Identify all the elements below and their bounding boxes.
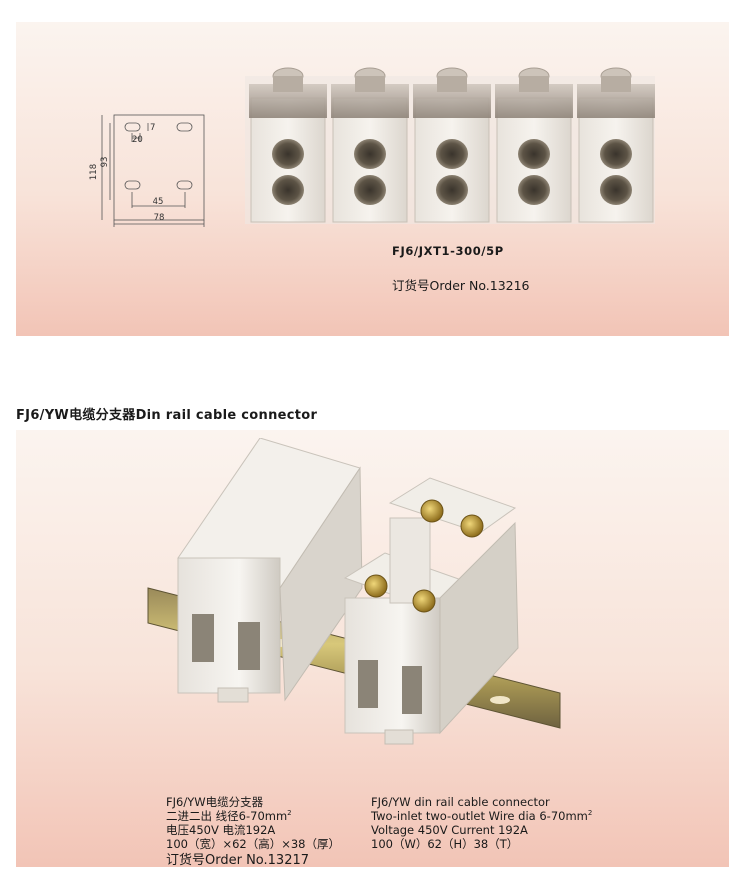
en-dimensions: 100（W）62（H）38（T）: [371, 837, 519, 851]
en-electrical-spec: Voltage 450V Current 192A: [371, 823, 528, 837]
terminal-block-5p-image: [245, 67, 656, 224]
model-code: FJ6/JXT1-300/5P: [392, 244, 504, 258]
spec-text-chinese: FJ6/YW电缆分支器 二进二出 线径6-70mm2 电压450V 电流192A…: [166, 795, 340, 868]
dim-7-label: 7: [150, 123, 155, 133]
cn-wire-spec: 二进二出 线径6-70mm2: [166, 809, 292, 823]
cn-electrical-spec: 电压450V 电流192A: [166, 823, 276, 837]
en-wire-spec: Two-inlet two-outlet Wire dia 6-70mm2: [371, 809, 593, 823]
section-title: FJ6/YW电缆分支器Din rail cable connector: [16, 408, 318, 423]
cn-product-name: FJ6/YW电缆分支器: [166, 795, 264, 809]
dimension-drawing: 118 93 20 7 45 78: [89, 114, 205, 227]
spec-text-english: FJ6/YW din rail cable connector Two-inle…: [371, 795, 592, 851]
dim-93-label: 93: [100, 157, 110, 168]
cn-dimensions: 100（宽）×62（高）×38（厚）: [166, 837, 340, 851]
dim-20-label: 20: [132, 135, 143, 145]
en-product-name: FJ6/YW din rail cable connector: [371, 795, 550, 809]
dim-118-label: 118: [89, 164, 99, 180]
dim-78-label: 78: [154, 213, 165, 223]
order-number-bottom: 订货号Order No.13217: [166, 853, 310, 868]
din-rail-connector-image: [147, 438, 561, 745]
dim-45-label: 45: [153, 197, 164, 207]
order-number-top: 订货号Order No.13216: [392, 278, 530, 293]
